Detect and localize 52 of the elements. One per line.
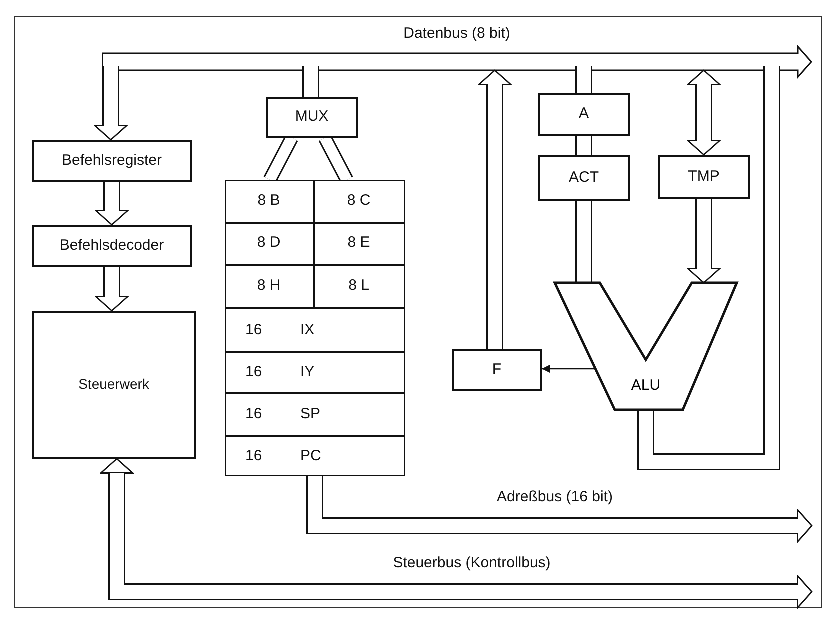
flag-register-box xyxy=(452,349,542,391)
register-cell xyxy=(224,264,314,308)
box-label: ACT xyxy=(569,170,599,186)
register-name: 8 D xyxy=(257,235,281,252)
bit-width-label: 16 xyxy=(246,321,262,338)
bus-arrow xyxy=(687,70,721,156)
bus-label: Datenbus (8 bit) xyxy=(404,25,510,42)
register-cell xyxy=(314,264,404,308)
register-cell xyxy=(314,180,404,222)
control-unit-box xyxy=(32,311,196,459)
register-box xyxy=(538,93,630,136)
box-label: Befehlsregister xyxy=(62,152,162,170)
register-name: IX xyxy=(300,321,315,338)
bus-arrow xyxy=(94,66,128,141)
bus-arrow xyxy=(95,182,129,226)
register-name: IY xyxy=(300,364,315,380)
bit-width-label: 16 xyxy=(246,406,262,422)
mux-box xyxy=(266,97,358,138)
register-cell xyxy=(224,392,404,436)
box-label: TMP xyxy=(688,168,720,186)
register-name: 8 H xyxy=(257,278,281,294)
decoder-box xyxy=(32,225,192,267)
register-box xyxy=(32,140,192,182)
box-label: Befehlsdecoder xyxy=(60,238,164,254)
register-name: PC xyxy=(300,447,322,464)
bus-arrow xyxy=(687,199,721,284)
bus-arrow xyxy=(306,476,813,543)
register-cell xyxy=(224,308,404,352)
arrow xyxy=(542,365,596,373)
bus-arrow xyxy=(95,267,129,312)
box-label: Steuerwerk xyxy=(78,377,150,393)
register-cell xyxy=(224,352,404,392)
register-name: 8 C xyxy=(347,192,371,210)
bus-arrow xyxy=(478,70,512,349)
register-name: 8 B xyxy=(258,192,280,210)
box-label: A xyxy=(578,106,589,123)
register-cell xyxy=(224,222,314,264)
register-box xyxy=(658,155,750,199)
register-name: SP xyxy=(300,406,321,422)
register-cell xyxy=(224,436,404,476)
register-cell xyxy=(224,180,314,222)
bus-arrow xyxy=(100,458,813,609)
bit-width-label: 16 xyxy=(246,447,262,464)
alu-label: ALU xyxy=(631,377,661,394)
register-file-box xyxy=(225,180,405,476)
box-label: MUX xyxy=(295,109,329,126)
register-name: 8 L xyxy=(348,278,370,294)
bit-width-label: 16 xyxy=(246,364,262,380)
box-label: F xyxy=(492,362,502,378)
register-name: 8 E xyxy=(348,235,370,252)
register-cell xyxy=(314,222,404,264)
register-box xyxy=(538,155,630,201)
